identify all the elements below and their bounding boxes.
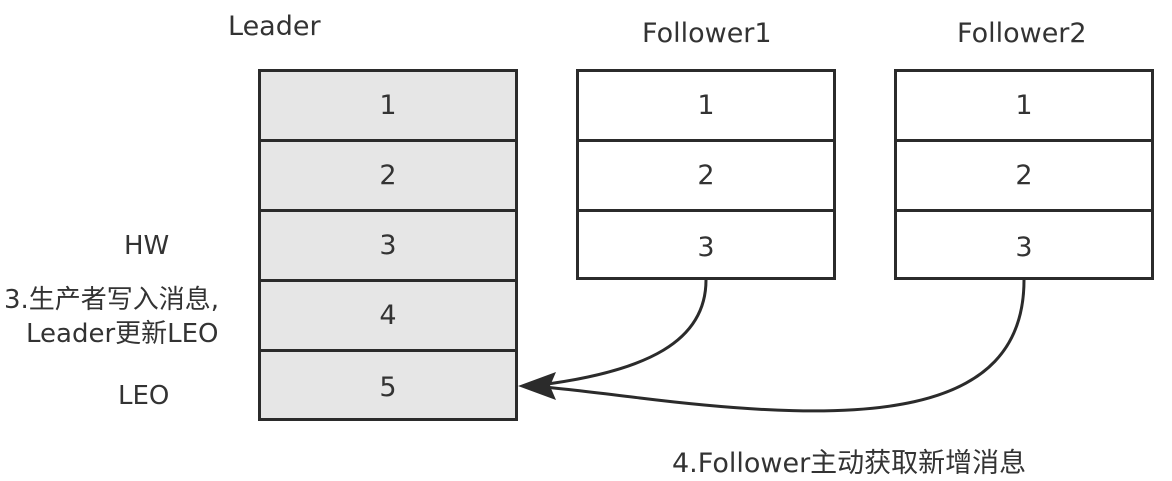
arrowhead-icon	[518, 372, 556, 400]
follower2-fetch-curve	[531, 279, 1026, 413]
leader-entry-2: 2	[261, 142, 515, 212]
step3-label-line2: Leader更新LEO	[26, 319, 219, 349]
follower2-entry-2: 2	[897, 142, 1151, 212]
follower1-log: 1 2 3	[576, 69, 836, 280]
follower2-entry-1: 1	[897, 72, 1151, 142]
leader-title: Leader	[228, 11, 321, 42]
hw-label: HW	[124, 231, 170, 261]
leader-entry-5: 5	[379, 371, 397, 403]
step3-label-line1: 3.生产者写入消息,	[4, 285, 220, 315]
follower1-entry-3: 3	[697, 231, 715, 263]
leader-log: 1 2 3 4 5	[258, 69, 518, 421]
follower1-fetch-curve	[531, 279, 708, 388]
leo-label: LEO	[118, 381, 170, 411]
follower2-entry-3: 3	[1015, 231, 1033, 263]
follower2-title: Follower2	[957, 18, 1087, 49]
follower1-entry-2: 2	[579, 142, 833, 212]
leader-entry-1: 1	[261, 72, 515, 142]
step4-label: 4.Follower主动获取新增消息	[672, 448, 1027, 479]
leader-entry-4: 4	[261, 282, 515, 352]
follower1-title: Follower1	[642, 18, 772, 49]
follower1-entry-1: 1	[579, 72, 833, 142]
leader-entry-3: 3	[261, 212, 515, 282]
follower2-log: 1 2 3	[894, 69, 1154, 280]
